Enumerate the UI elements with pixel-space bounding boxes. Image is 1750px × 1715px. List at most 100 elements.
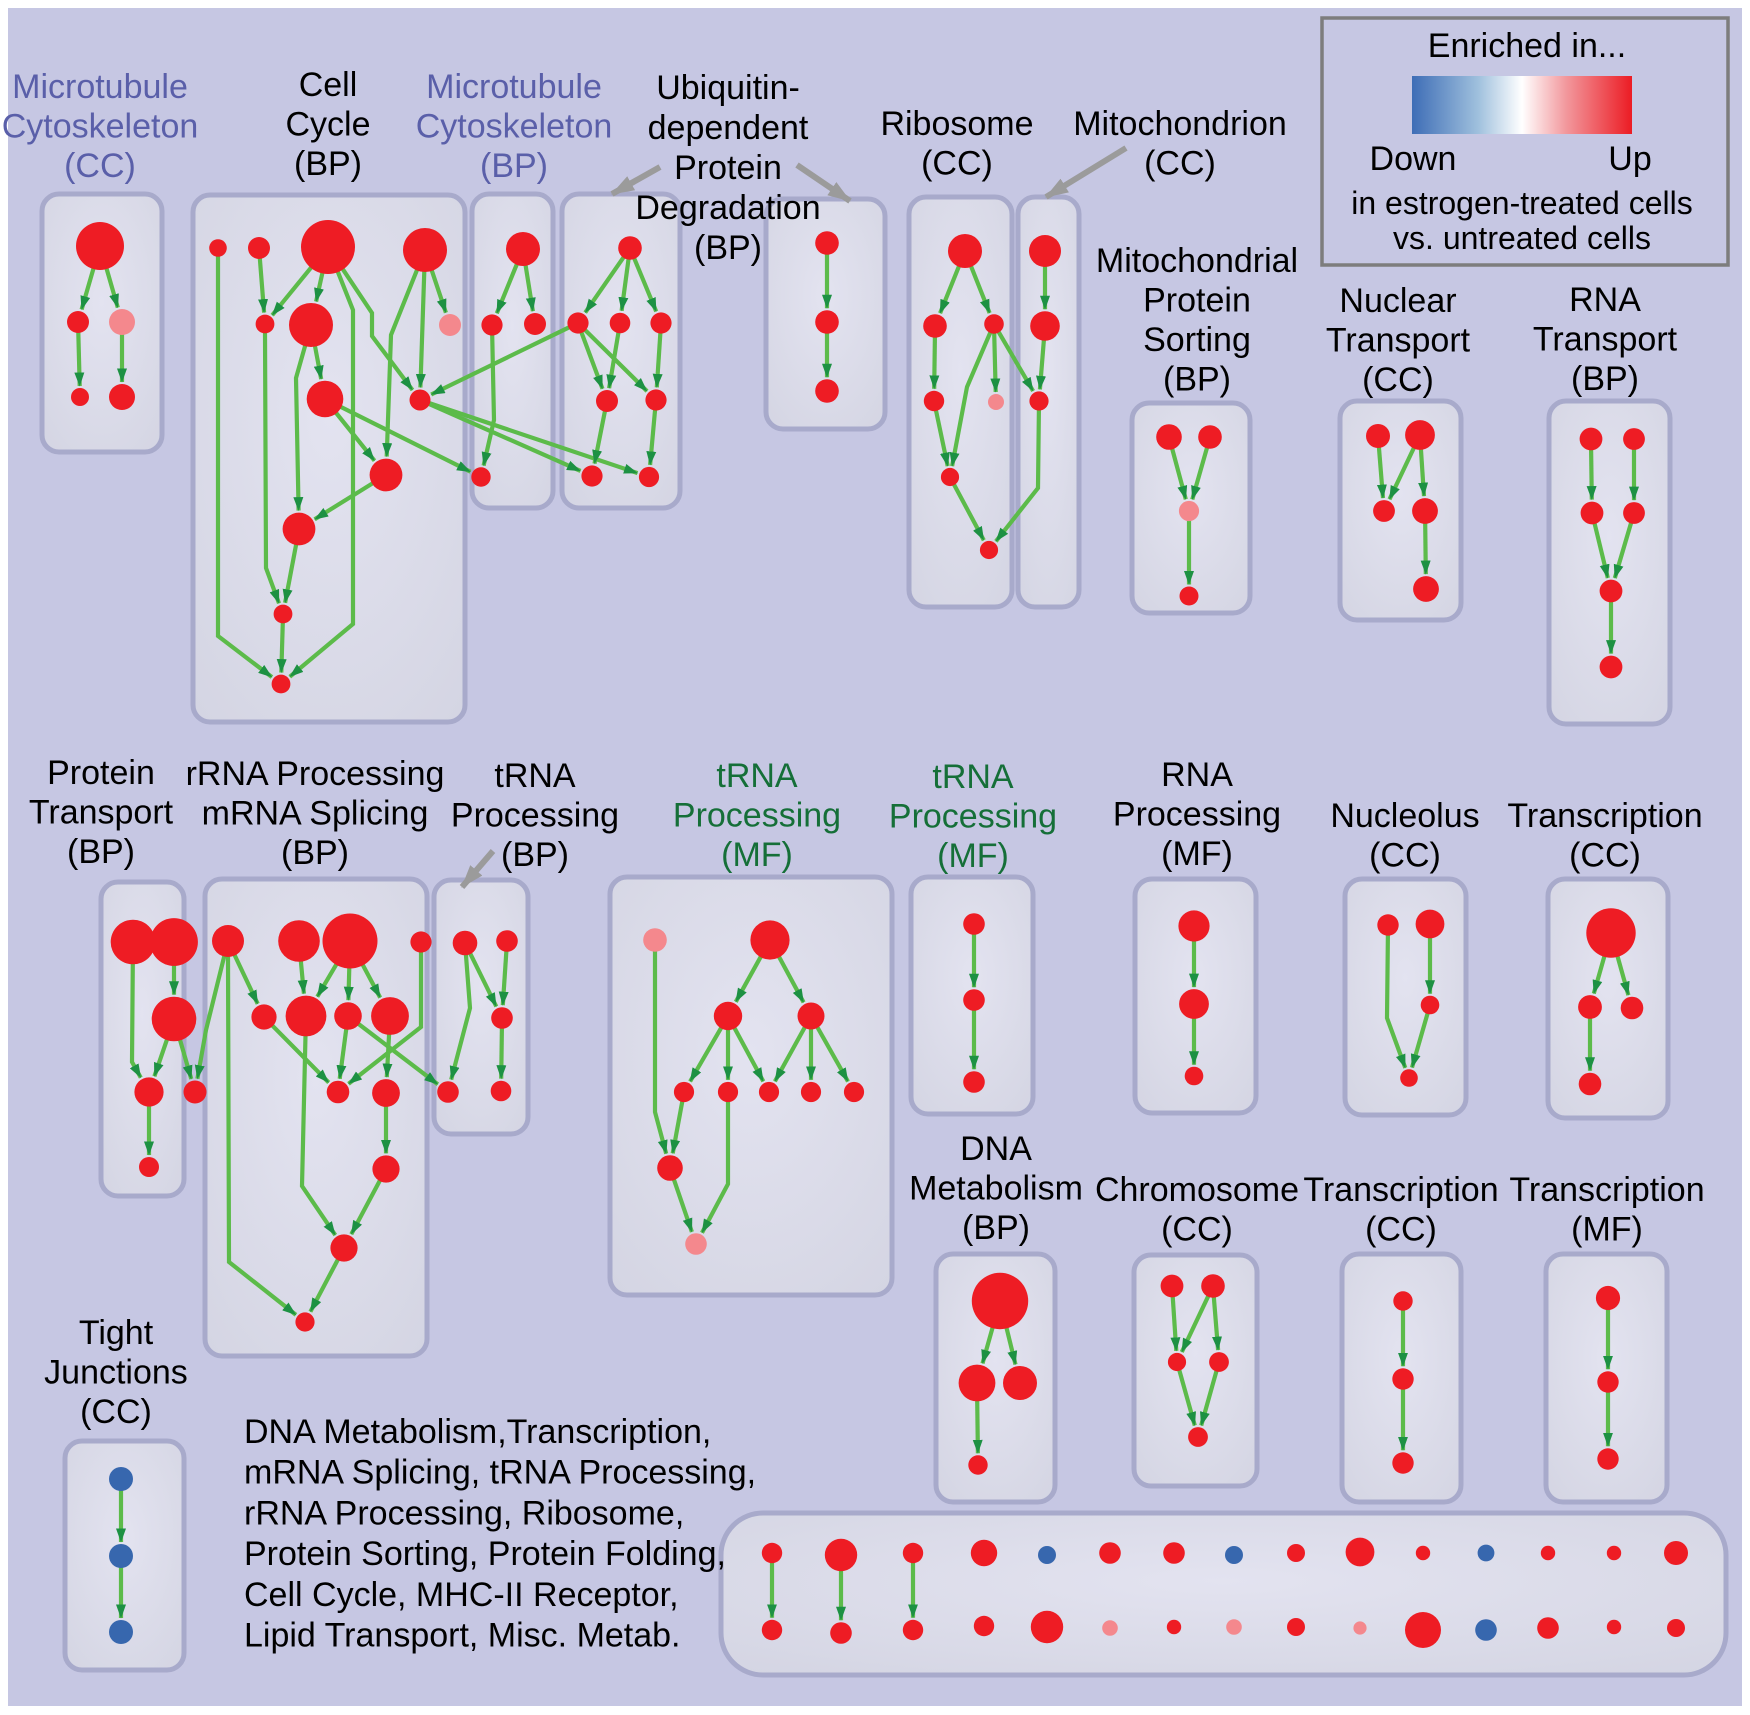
edge-rr8-rr10 [382,1033,393,1078]
node-mtbp1 [506,232,540,266]
node-ms3 [1179,586,1199,606]
edge-mtbp2-mtbp4 [481,334,497,467]
cluster-label-trna-processing-bp-line1: tRNA [494,757,576,795]
edge-cc1-cc11 [215,255,274,679]
node-rr10 [372,1079,400,1107]
node-mito1 [1029,235,1061,267]
node-rr1 [212,925,244,957]
node-bb13t [1540,1545,1556,1561]
edge-mtcc1-mtcc3 [104,267,120,309]
edge-rib4-rib5 [933,409,950,467]
node-bb5t [1038,1546,1056,1564]
cluster-label-nuclear-transport-cc-line1: Nuclear [1339,282,1456,320]
note-line5: Cell Cycle, MHC-II Receptor, [244,1576,679,1614]
node-ch1 [1160,1274,1184,1298]
note-line4: Protein Sorting, Protein Folding, [244,1535,726,1573]
edge-rr7-tb4 [356,1022,440,1086]
node-dm2 [958,1364,996,1402]
cluster-label-microtubule-cytoskeleton-cc-line1: Microtubule [12,68,188,106]
cluster-label-ubiquitin-dependent-protein-degradation-bp-line4: Degradation [635,189,820,227]
node-mtcc4 [71,388,89,406]
node-bb4b [973,1615,995,1637]
node-bb3t [902,1542,924,1564]
edge-ch2-ch4 [1211,1296,1222,1351]
cluster-label-rrna-processing-mrna-splicing-bp-line3: (BP) [281,834,349,872]
edge-tm1-tm3 [776,955,806,1004]
edge-rr3-rr6 [315,962,339,998]
node-cchub [409,389,431,411]
edge-cc4-ccpink [429,269,448,314]
edge-cchub-ubbr [428,401,639,476]
node-bb13b [1537,1617,1559,1639]
cluster-label-microtubule-cytoskeleton-cc-line2: Cytoskeleton [2,108,199,146]
cluster-label-tight-junctions-cc-line2: Junctions [44,1354,188,1392]
cluster-label-ribosome-cc-line1: Ribosome [880,105,1033,143]
node-bb3b [902,1619,924,1641]
cluster-label-tight-junctions-cc-line1: Tight [79,1314,154,1352]
cluster-label-mitochondrion-cc-line1: Mitochondrion [1073,105,1287,143]
node-bb9b [1287,1618,1305,1636]
node-ubbl [581,465,603,487]
node-mito2 [1030,311,1060,341]
node-ubr2m [609,312,631,334]
edge-rr1-pt5 [194,955,227,1080]
node-bb1b [761,1619,783,1641]
cluster-label-cell-cycle-bp-line1: Cell [299,66,358,104]
node-cc5 [255,314,275,334]
cluster-box-mixed-terms [718,1510,1729,1678]
node-bb11t [1415,1545,1431,1561]
edge-ubr3r-ubbr [646,409,658,466]
node-ubbr [638,466,660,488]
edge-tb2-tb3 [498,950,509,1006]
node-t2c [1392,1452,1414,1474]
cluster-label-nucleolus-cc-line1: Nucleolus [1330,797,1479,835]
cluster-label-rna-processing-mf-line2: Processing [1113,796,1281,834]
edge-dm1-dm3 [1004,1326,1018,1366]
node-tb1 [452,930,478,956]
node-mito3 [1029,391,1049,411]
node-mtcc2 [67,311,89,333]
node-tm6 [758,1081,780,1103]
node-nt3 [1373,500,1395,522]
node-rr13 [295,1312,315,1332]
node-rib3 [984,314,1004,334]
cluster-label-cell-cycle-bp-line3: (BP) [294,145,362,183]
note-line2: mRNA Splicing, tRNA Processing, [244,1454,756,1492]
cluster-label-mitochondrial-protein-sorting-bp-line2: Protein [1143,282,1251,320]
node-tm1 [750,920,790,960]
node-tc2 [1578,995,1602,1019]
node-bb2b [830,1622,852,1644]
edge-rt3-rt5 [1592,522,1610,579]
node-bb15t [1664,1541,1688,1565]
cluster-label-trna-processing-mf-2-line3: (MF) [937,837,1009,875]
cluster-box-microtubule-cytoskeleton-cc [39,191,165,455]
edge-ubr2l-ubr3l [579,331,605,390]
cluster-label-mitochondrial-protein-sorting-bp-line1: Mitochondrial [1096,242,1298,280]
legend-caption-line2: vs. untreated cells [1393,220,1651,256]
node-nu3 [1420,995,1440,1015]
node-bb11b [1405,1612,1441,1648]
cluster-label-transcription-cc-top-line1: Transcription [1507,797,1702,835]
node-rp3 [1184,1066,1204,1086]
edge-tm1-tm2 [733,955,763,1003]
node-tn1 [963,913,985,935]
node-pt6 [139,1157,159,1177]
node-bb10t [1345,1537,1375,1567]
edge-ubr2r-ubr3r [652,332,663,388]
node-bb8b [1226,1619,1242,1635]
edge-nu3-nu4 [1409,1012,1430,1069]
note-line6: Lipid Transport, Misc. Metab. [244,1617,681,1655]
edge-pt1-pt4 [129,963,143,1079]
node-bb15b [1667,1619,1685,1637]
edge-cchub-ubbl [427,401,582,473]
cluster-label-mitochondrial-protein-sorting-bp-line3: Sorting [1143,321,1251,359]
edge-rib3-ribpink [990,332,1001,393]
cluster-label-trna-processing-mf-1-line1: tRNA [716,757,798,795]
edge-tm3-tm6 [773,1025,807,1083]
cluster-box-rrna-processing-mrna-splicing-bp [202,876,430,1359]
cluster-label-nuclear-transport-cc-line3: (CC) [1362,361,1434,399]
edge-tb1-tb3 [468,952,499,1008]
node-rt2 [1623,428,1645,450]
cluster-label-rna-transport-bp-line1: RNA [1569,281,1641,319]
